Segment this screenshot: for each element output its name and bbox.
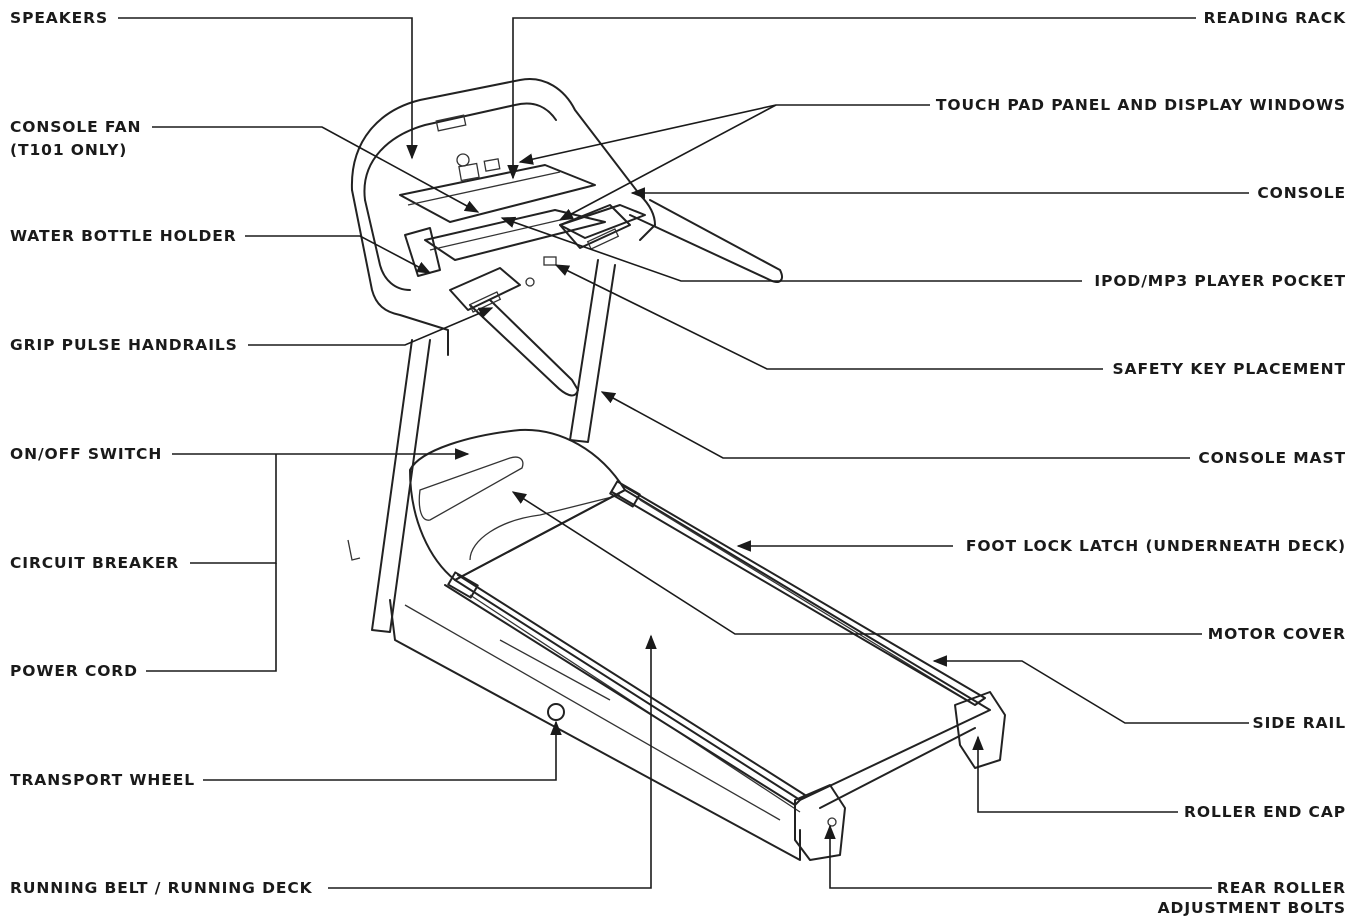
label-foot-lock-latch: FOOT LOCK LATCH (UNDERNEATH DECK) [965, 537, 1346, 555]
leader-ipod [500, 216, 1082, 282]
leader-roller-end-cap [972, 735, 1178, 813]
leader-lines-left [118, 17, 657, 889]
label-on-off-switch: ON/OFF SWITCH [10, 445, 163, 463]
leader-side-rail [932, 655, 1249, 724]
label-ipod-pocket: IPOD/MP3 PLAYER POCKET [1094, 272, 1346, 290]
leader-console-fan [152, 126, 480, 213]
label-running-belt: RUNNING BELT / RUNNING DECK [10, 879, 313, 897]
leader-running-belt [328, 634, 657, 889]
leader-touch-pad-a [518, 104, 777, 165]
label-power-cord: POWER CORD [10, 662, 138, 680]
leader-lines-right [500, 17, 1249, 889]
label-speakers: SPEAKERS [10, 9, 109, 27]
label-rear-roller: REAR ROLLER [1216, 879, 1346, 897]
label-reading-rack: READING RACK [1203, 9, 1346, 27]
leader-water-bottle [245, 235, 432, 274]
label-motor-cover: MOTOR COVER [1207, 625, 1346, 643]
label-console-mast: CONSOLE MAST [1198, 449, 1346, 467]
leader-speakers [118, 17, 418, 160]
label-grip-pulse-handrails: GRIP PULSE HANDRAILS [10, 336, 238, 354]
label-touch-pad: TOUCH PAD PANEL AND DISPLAY WINDOWS [935, 96, 1346, 114]
leader-circuit-breaker [190, 454, 277, 564]
leader-safety-key [554, 264, 1103, 370]
leader-grip-pulse [248, 307, 494, 346]
leader-motor-cover [511, 491, 1202, 635]
label-console: CONSOLE [1257, 184, 1346, 202]
treadmill-illustration [347, 78, 1006, 861]
leader-power-cord [146, 563, 277, 672]
label-side-rail: SIDE RAIL [1252, 714, 1346, 732]
leader-touch-pad-b [558, 104, 777, 221]
label-safety-key: SAFETY KEY PLACEMENT [1112, 360, 1346, 378]
label-adjustment-bolts: ADJUSTMENT BOLTS [1157, 899, 1346, 917]
label-console-fan: CONSOLE FAN [10, 118, 142, 136]
leader-console-mast [600, 391, 1190, 459]
label-transport-wheel: TRANSPORT WHEEL [10, 771, 196, 789]
label-roller-end-cap: ROLLER END CAP [1184, 803, 1346, 821]
leader-reading-rack [507, 17, 1196, 180]
leader-transport-wheel [203, 720, 562, 781]
label-circuit-breaker: CIRCUIT BREAKER [10, 554, 180, 572]
label-water-bottle-holder: WATER BOTTLE HOLDER [10, 227, 237, 245]
leader-rear-roller [824, 824, 1212, 889]
label-console-fan-note: (T101 ONLY) [10, 141, 128, 159]
